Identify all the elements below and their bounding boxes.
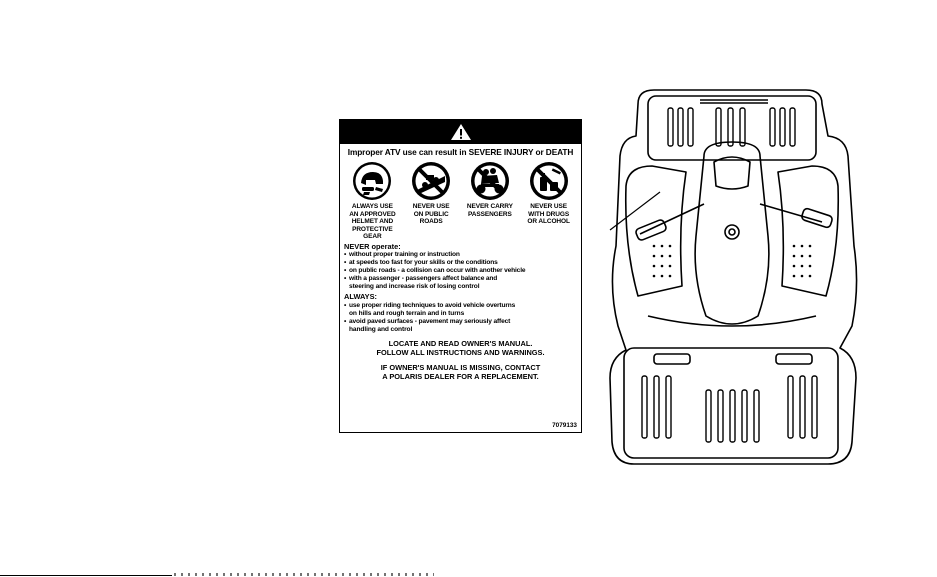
atv-top-view-illustration — [609, 89, 858, 465]
pictogram-caption: NEVER USE ON PUBLIC ROADS — [412, 203, 450, 226]
always-heading: ALWAYS: — [344, 292, 377, 302]
seat — [694, 141, 770, 325]
no-drugs-alcohol-icon — [529, 162, 568, 200]
handlebar — [639, 203, 823, 235]
never-item: •on public roads - a collision can occur… — [344, 267, 526, 275]
never-item: •with a passenger - passengers affect ba… — [344, 275, 498, 283]
pictogram-drugs-alcohol: NEVER USE WITH DRUGS OR ALCOHOL — [521, 161, 577, 241]
never-item: •at speeds too fast for your skills or t… — [344, 259, 498, 267]
fuel-cap — [724, 224, 740, 240]
atv-body-outline — [609, 89, 858, 465]
helmet-gear-icon — [353, 162, 392, 200]
label-headline: Improper ATV use can result in SEVERE IN… — [347, 147, 574, 157]
no-public-roads-icon — [412, 162, 451, 200]
label-location-leader-line — [609, 191, 661, 231]
warning-label: Improper ATV use can result in SEVERE IN… — [339, 119, 582, 433]
no-passengers-icon — [470, 162, 509, 200]
right-grip — [801, 207, 833, 229]
always-item: •use proper riding techniques to avoid v… — [344, 301, 516, 309]
never-item: •without proper training or instruction — [344, 251, 460, 259]
manual-line: LOCATE AND READ OWNER'S MANUAL. — [388, 338, 533, 348]
warning-triangle-icon — [450, 124, 471, 140]
pictogram-helmet: ALWAYS USE AN APPROVED HELMET AND PROTEC… — [344, 161, 400, 241]
pictogram-caption: NEVER USE WITH DRUGS OR ALCOHOL — [527, 203, 570, 226]
missing-manual-line: IF OWNER'S MANUAL IS MISSING, CONTACT — [380, 362, 541, 372]
never-item-continuation: steering and increase risk of losing con… — [349, 283, 480, 291]
pictogram-row: ALWAYS USE AN APPROVED HELMET AND PROTEC… — [340, 161, 581, 241]
manual-line: FOLLOW ALL INSTRUCTIONS AND WARNINGS. — [376, 348, 545, 358]
pictogram-public-roads: NEVER USE ON PUBLIC ROADS — [403, 161, 459, 241]
left-fender — [624, 165, 687, 297]
rear-rack — [623, 347, 839, 459]
missing-manual-line: A POLARIS DEALER FOR A REPLACEMENT. — [382, 372, 539, 382]
pictogram-caption: ALWAYS USE AN APPROVED HELMET AND PROTEC… — [349, 203, 396, 241]
part-number: 7079133 — [552, 422, 577, 429]
front-rack — [647, 95, 817, 161]
right-fender — [777, 165, 840, 297]
pictogram-passengers: NEVER CARRY PASSENGERS — [462, 161, 518, 241]
page-bottom-rule — [0, 575, 172, 576]
rules-section: NEVER operate: •without proper training … — [340, 241, 581, 334]
always-item-continuation: on hills and rough terrain and in turns — [349, 309, 465, 317]
page-bottom-scan-artifact — [174, 573, 434, 576]
label-header — [340, 120, 581, 144]
never-heading: NEVER operate: — [344, 241, 401, 251]
always-item-continuation: handling and control — [349, 325, 413, 333]
always-item: •avoid paved surfaces - pavement may ser… — [344, 317, 511, 325]
left-grip — [635, 219, 667, 241]
pictogram-caption: NEVER CARRY PASSENGERS — [466, 203, 513, 218]
